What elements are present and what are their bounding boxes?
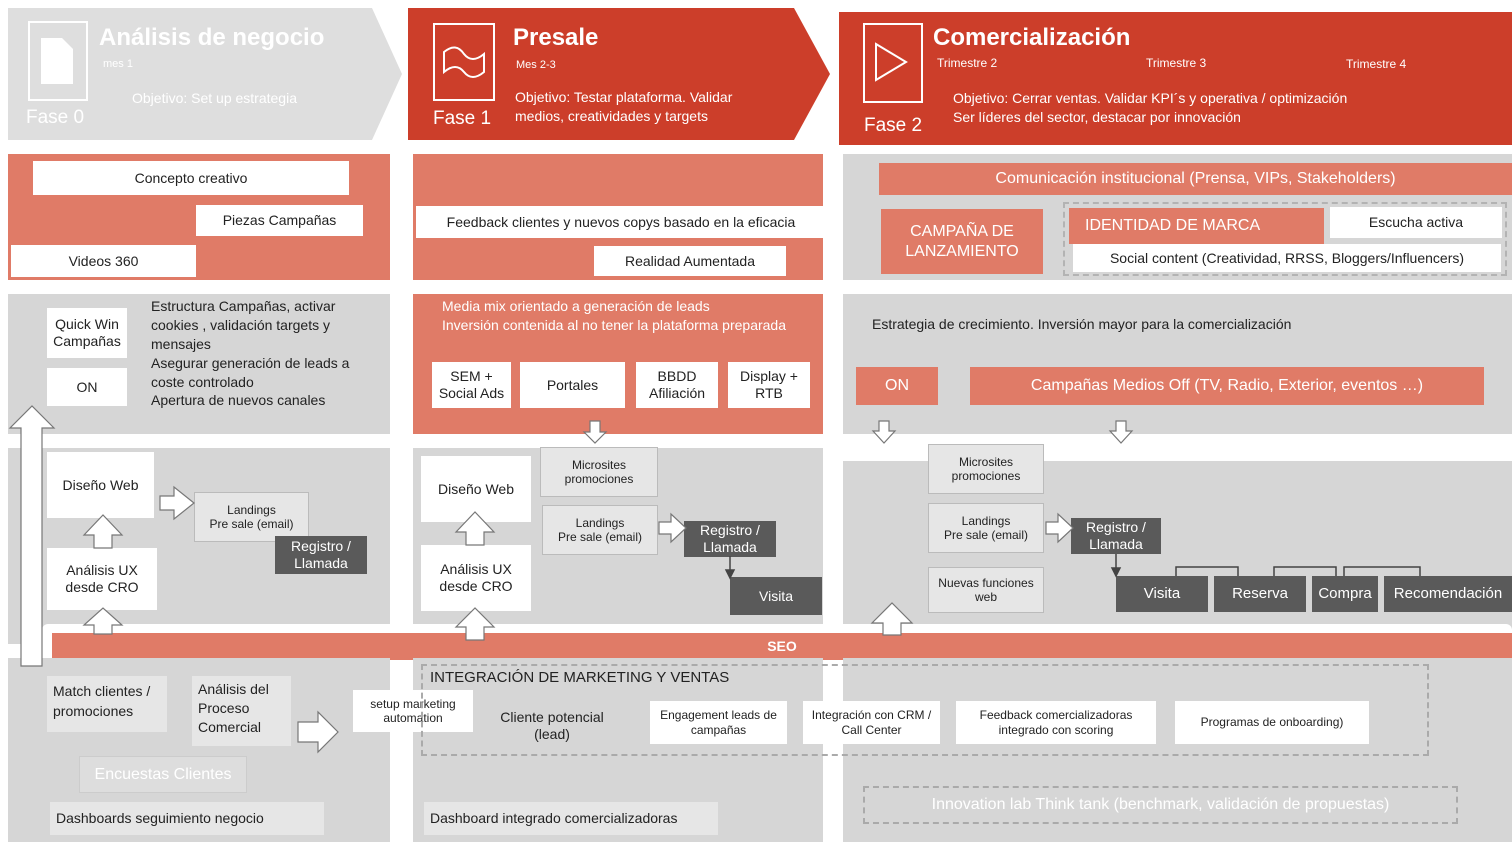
web-design-0: Diseño Web — [47, 452, 154, 518]
crm-innovation: Innovation lab Think tank (benchmark, va… — [863, 786, 1458, 824]
phase-arrows — [8, 8, 1512, 145]
web-register-0: Registro / Llamada — [275, 536, 367, 574]
crm-dashboard-0: Dashboards seguimiento negocio — [50, 802, 324, 835]
crm-surveys: Encuestas Clientes — [79, 756, 247, 793]
creative-concept: Concepto creativo — [33, 161, 349, 195]
creative-feedback: Feedback clientes y nuevos copys basado … — [416, 206, 826, 238]
web-visit-2: Visita — [1116, 576, 1208, 612]
web-newfeatures: Nuevas funciones web — [928, 567, 1044, 613]
web-visit-1: Visita — [730, 577, 822, 615]
phase1-objective: Objetivo: Testar plataforma. Validar med… — [515, 89, 733, 124]
media-display: Display + RTB — [728, 362, 810, 408]
creative-videos: Videos 360 — [11, 245, 196, 277]
media-on-0: ON — [47, 368, 127, 406]
phase2-q3: Trimestre 3 — [1146, 56, 1207, 70]
media-bbdd: BBDD Afiliación — [636, 362, 718, 408]
crm-process: Análisis del Proceso Comercial — [192, 676, 291, 746]
media-on-2: ON — [856, 367, 938, 405]
web-purchase: Compra — [1312, 576, 1378, 612]
web-landings-2: Landings Pre sale (email) — [928, 503, 1044, 553]
web-microsites-2: Microsites promociones — [928, 444, 1044, 494]
phase2-title: Comercialización — [933, 24, 1131, 51]
crm-automation: setup marketing automation — [353, 690, 473, 732]
crm-engagement: Engagement leads de campañas — [650, 701, 787, 744]
phase0-objective: Objetivo: Set up estrategia — [132, 90, 297, 106]
web-register-2: Registro / Llamada — [1071, 518, 1161, 554]
creative-listening: Escucha activa — [1330, 207, 1502, 238]
creative-pieces: Piezas Campañas — [196, 205, 363, 236]
media-sem: SEM + Social Ads — [432, 362, 511, 408]
phase0-title: Análisis de negocio — [99, 24, 325, 51]
integration-title: INTEGRACIÓN DE MARKETING Y VENTAS — [430, 669, 730, 686]
media-portales: Portales — [520, 362, 625, 408]
web-ux-1: Análisis UX desde CRO — [421, 545, 531, 611]
crm-feedback: Feedback comercializadoras integrado con… — [956, 701, 1156, 744]
brand-identity-group — [1063, 202, 1507, 276]
media-desc-0: Estructura Campañas, activar cookies , v… — [151, 298, 350, 409]
web-design-1: Diseño Web — [421, 456, 531, 522]
creative-launch: CAMPAÑA DE LANZAMIENTO — [881, 209, 1043, 274]
creative-ar: Realidad Aumentada — [594, 246, 786, 276]
phase1-title: Presale — [513, 24, 599, 51]
crm-integration: Integración con CRM / Call Center — [803, 701, 940, 744]
media-desc-1a: Media mix orientado a generación de lead… — [442, 298, 710, 314]
media-desc-2: Estrategia de crecimiento. Inversión may… — [872, 316, 1292, 332]
creative-social: Social content (Creatividad, RRSS, Blogg… — [1073, 244, 1501, 272]
phase2-q2: Trimestre 2 — [937, 56, 998, 70]
flag-icon — [433, 23, 495, 101]
phase2-objective-1: Objetivo: Cerrar ventas. Validar KPI´s y… — [953, 90, 1348, 106]
phase2-q4: Trimestre 4 — [1346, 57, 1407, 71]
document-icon — [28, 21, 88, 101]
crm-onboarding: Programas de onboarding) — [1175, 701, 1369, 744]
seo-bar: SEO — [52, 633, 1512, 660]
creative-institutional: Comunicación institucional (Prensa, VIPs… — [879, 163, 1512, 195]
web-recommendation: Recomendación — [1384, 576, 1512, 612]
media-panel-2 — [843, 294, 1512, 434]
integration-group — [421, 664, 1429, 756]
web-landings-1: Landings Pre sale (email) — [542, 505, 658, 555]
web-ux-0: Análisis UX desde CRO — [47, 548, 157, 610]
crm-panel-2 — [843, 658, 1512, 842]
crm-lead: Cliente potencial (lead) — [500, 709, 604, 742]
web-booking: Reserva — [1214, 576, 1306, 612]
crm-match: Match clientes / promociones — [47, 676, 167, 732]
phase2-objective-2: Ser líderes del sector, destacar por inn… — [953, 109, 1241, 125]
phase0-label: Fase 0 — [26, 107, 85, 128]
phase1-subtitle: Mes 2-3 — [516, 59, 556, 71]
media-desc-1b: Inversión contenida al no tener la plata… — [442, 317, 786, 333]
play-icon — [863, 23, 923, 103]
creative-identity: IDENTIDAD DE MARCA — [1069, 208, 1324, 244]
phase0-subtitle: mes 1 — [103, 58, 133, 70]
media-quickwin: Quick Win Campañas — [47, 308, 127, 358]
web-landings-0: Landings Pre sale (email) — [194, 492, 309, 542]
web-register-1: Registro / Llamada — [684, 521, 776, 557]
web-microsites-1: Microsites promociones — [540, 447, 658, 497]
media-off: Campañas Medios Off (TV, Radio, Exterior… — [970, 367, 1484, 405]
phase1-label: Fase 1 — [433, 108, 492, 129]
phase2-label: Fase 2 — [864, 115, 923, 136]
crm-dashboard-1: Dashboard integrado comercializadoras — [424, 802, 718, 835]
